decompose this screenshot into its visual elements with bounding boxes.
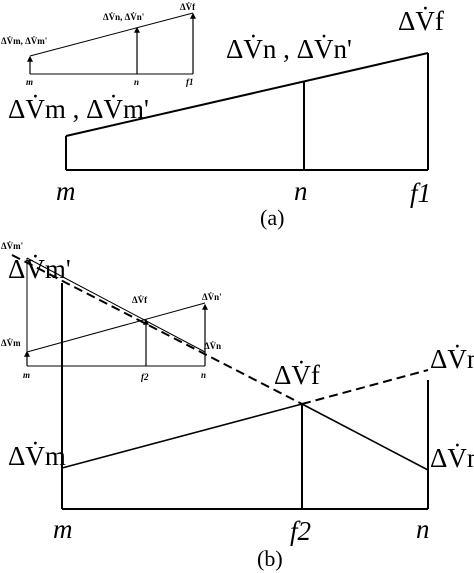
panel-a-right-label: ΔV̇f bbox=[398, 6, 444, 36]
panel-a: ΔV̇m , ΔV̇m' ΔV̇n , ΔV̇n' ΔV̇f m n f1 (a… bbox=[1, 2, 444, 230]
panel-a-mid-label: ΔV̇n , ΔV̇n' bbox=[226, 34, 352, 64]
panel-a-left-label: ΔV̇m , ΔV̇m' bbox=[8, 94, 149, 124]
panel-a-inset: ΔV̇m, ΔV̇m' ΔV̇n, ΔV̇n' ΔV̇f m n f1 bbox=[1, 2, 196, 87]
panel-b-left-label: ΔV̇m bbox=[8, 441, 66, 471]
panel-b-inset-x-m: m bbox=[23, 370, 30, 380]
panel-a-inset-left-label: ΔV̇m, ΔV̇m' bbox=[1, 36, 47, 46]
panel-b-inset-left-top-label: ΔV̇m' bbox=[1, 241, 23, 251]
panel-b-mid-label: ΔV̇f bbox=[274, 360, 320, 390]
panel-b-inset-x-f2: f2 bbox=[141, 372, 149, 382]
panel-a-x-label-f1: f1 bbox=[410, 178, 431, 208]
panel-b-x-label-n: n bbox=[416, 514, 430, 544]
panel-b-x-label-f2: f2 bbox=[290, 516, 311, 546]
panel-b-inset: ΔV̇m' ΔV̇m ΔV̇f ΔV̇n' ΔV̇n m f2 n bbox=[1, 241, 222, 382]
panel-b-inset-x-n: n bbox=[201, 370, 206, 380]
panel-a-inset-x-f1: f1 bbox=[186, 77, 194, 87]
panel-b-inset-rising bbox=[26, 302, 206, 353]
panel-a-inset-slope bbox=[29, 12, 194, 57]
panel-b-rising-line bbox=[61, 403, 303, 469]
panel-b-right-top-label: ΔV̇n' bbox=[430, 344, 474, 374]
panel-b-inset-mid-label: ΔV̇f bbox=[132, 295, 148, 305]
panel-b: ΔV̇m ΔV̇m' ΔV̇f ΔV̇n' ΔV̇n m f2 n (b) ΔV… bbox=[1, 241, 474, 571]
panel-b-inset-left-bottom-label: ΔV̇m bbox=[1, 338, 21, 348]
panel-b-falling-dashed bbox=[11, 254, 303, 405]
panel-b-left-top-label: ΔV̇m' bbox=[8, 254, 71, 284]
panel-b-inset-right-bottom-label: ΔV̇n bbox=[204, 341, 221, 351]
panel-a-x-label-m: m bbox=[56, 176, 76, 206]
panel-a-x-label-n: n bbox=[294, 176, 308, 206]
panel-a-slope-line bbox=[65, 52, 429, 137]
panel-b-x-label-m: m bbox=[53, 514, 73, 544]
panel-a-inset-right-label: ΔV̇f bbox=[180, 2, 196, 12]
panel-b-rising-dashed bbox=[301, 369, 429, 405]
panel-b-right-bottom-label: ΔV̇n bbox=[430, 443, 474, 473]
panel-a-inset-x-m: m bbox=[26, 77, 33, 87]
panel-b-falling-line bbox=[301, 403, 429, 471]
panel-a-inset-x-n: n bbox=[134, 77, 139, 87]
panel-a-caption: (a) bbox=[260, 205, 284, 230]
panel-b-inset-falling bbox=[26, 257, 206, 353]
panel-b-inset-right-top-label: ΔV̇n' bbox=[202, 292, 222, 302]
panel-b-caption: (b) bbox=[257, 546, 283, 571]
panel-a-inset-mid-label: ΔV̇n, ΔV̇n' bbox=[103, 12, 144, 22]
